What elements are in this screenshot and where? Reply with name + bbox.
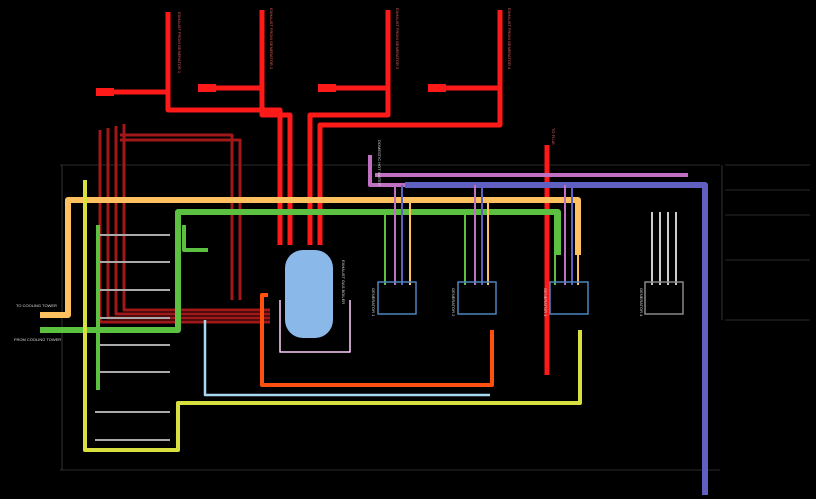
exhaust-label-4: EXHAUST FROM GENERATOR 4 [507, 8, 512, 70]
engine-drops [384, 185, 677, 285]
manifold-rows [95, 234, 170, 441]
generators [377, 281, 684, 315]
exhaust-label-2: EXHAUST FROM GENERATOR 2 [269, 8, 274, 70]
generator-label-4: GENERATOR 4 [639, 288, 644, 317]
cooling-pipes [40, 155, 708, 495]
domestic-hot-water-label: DOMESTIC HOT WATER [377, 140, 382, 186]
generator-label-2: GENERATOR 2 [451, 288, 456, 317]
exhaust-label-3: EXHAUST FROM GENERATOR 3 [395, 8, 400, 70]
boiler-label: EXHAUST GAS BOILER [341, 260, 346, 304]
generator-label-3: GENERATOR 3 [543, 288, 548, 317]
from-cooling-tower-label: FROM COOLING TOWER [14, 337, 61, 342]
to-flue-label: TO FLUE [551, 128, 556, 145]
to-cooling-tower-label: TO COOLING TOWER [16, 303, 57, 308]
exhaust-gas-boiler-tank [285, 250, 333, 338]
exhaust-label-1: EXHAUST FROM GENERATOR 1 [177, 12, 182, 74]
generator-label-1: GENERATOR 1 [371, 288, 376, 317]
exhaust-pipes [96, 10, 550, 375]
